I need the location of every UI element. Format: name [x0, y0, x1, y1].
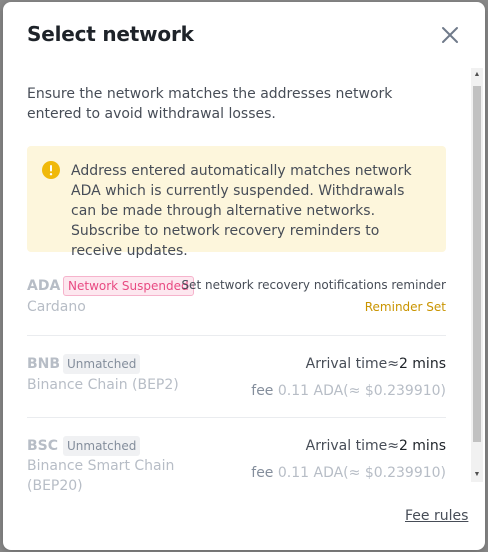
- arrival-time: Arrival time≈2 mins: [306, 356, 446, 372]
- modal-header: Select network: [3, 2, 485, 66]
- arrival-value: 2 mins: [398, 438, 446, 454]
- arrival-value: 2 mins: [398, 356, 446, 372]
- fee-value: 0.11 ADA(≈ $0.239910): [277, 465, 446, 481]
- close-button[interactable]: [439, 24, 461, 46]
- network-option-ada[interactable]: ADA Network Suspended Cardano Set networ…: [27, 266, 446, 332]
- status-badge: Network Suspended: [63, 276, 194, 296]
- network-option-bnb[interactable]: BNB Unmatched Binance Chain (BEP2) Arriv…: [27, 335, 446, 416]
- network-name: Cardano: [27, 299, 86, 315]
- network-name: Binance Smart Chain (BEP20): [27, 458, 175, 494]
- fee-label: fee: [251, 383, 274, 399]
- scrollbar[interactable]: ▲ ▼: [471, 68, 483, 482]
- network-fee: fee 0.11 ADA(≈ $0.239910): [251, 383, 446, 399]
- reminder-set-link[interactable]: Reminder Set: [364, 300, 446, 314]
- scrollbar-thumb[interactable]: [473, 86, 481, 442]
- warning-text: Address entered automatically matches ne…: [71, 163, 412, 259]
- arrival-label: Arrival time≈: [305, 438, 399, 454]
- suspended-warning-box: Address entered automatically matches ne…: [27, 146, 446, 259]
- warning-icon: [42, 161, 60, 179]
- network-name: Binance Chain (BEP2): [27, 377, 179, 393]
- close-icon: [442, 27, 458, 43]
- scroll-down-arrow-icon[interactable]: ▼: [473, 471, 481, 478]
- select-network-modal: Select network Ensure the network matche…: [3, 2, 485, 550]
- status-badge: Unmatched: [63, 354, 141, 374]
- recovery-reminder-label: Set network recovery notifications remin…: [181, 278, 446, 292]
- fee-label: fee: [251, 465, 274, 481]
- network-option-bsc[interactable]: BSC Unmatched Binance Smart Chain (BEP20…: [27, 417, 446, 498]
- fee-value: 0.11 ADA(≈ $0.239910): [277, 383, 446, 399]
- network-code: ADA: [27, 278, 61, 294]
- arrival-time: Arrival time≈2 mins: [306, 438, 446, 454]
- fee-rules-link[interactable]: Fee rules: [405, 508, 469, 524]
- status-badge: Unmatched: [63, 436, 141, 456]
- network-fee: fee 0.11 ADA(≈ $0.239910): [251, 465, 446, 481]
- modal-title: Select network: [27, 22, 194, 46]
- arrival-label: Arrival time≈: [305, 356, 399, 372]
- scroll-up-arrow-icon[interactable]: ▲: [473, 71, 481, 78]
- network-notice: Ensure the network matches the addresses…: [27, 86, 393, 122]
- network-list-scroll-area[interactable]: Ensure the network matches the addresses…: [3, 66, 469, 494]
- network-code: BSC: [27, 438, 59, 454]
- network-code: BNB: [27, 356, 61, 372]
